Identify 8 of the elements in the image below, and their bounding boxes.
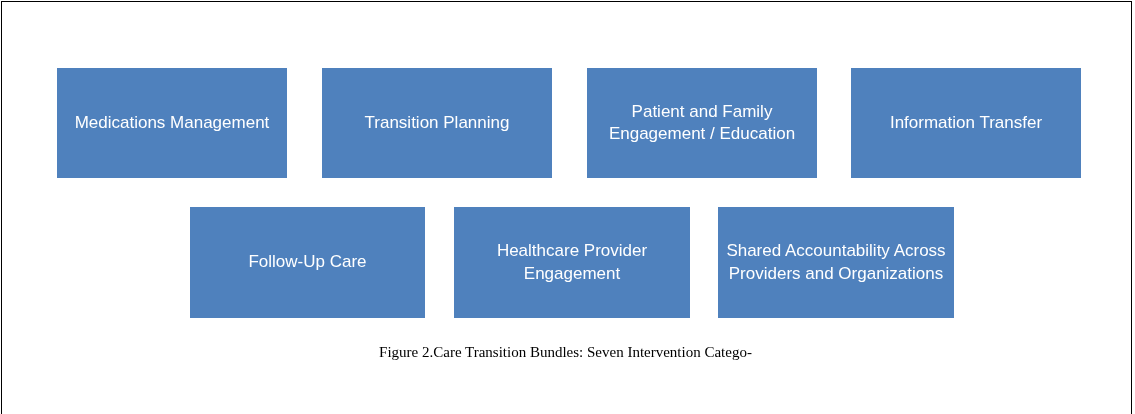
category-box: Patient and Family Engagement / Education	[587, 68, 817, 178]
category-box: Shared Accountability Across Providers and Organizations	[718, 207, 954, 318]
category-box: Transition Planning	[322, 68, 552, 178]
caption: Figure 2.Care Transition Bundles: Seven Intervention Catego-	[378, 343, 753, 362]
category-box: Information Transfer	[851, 68, 1081, 178]
category-box: Follow-Up Care	[190, 207, 425, 318]
category-box: Healthcare Provider Engagement	[454, 207, 690, 318]
category-box: Medications Management	[57, 68, 287, 178]
